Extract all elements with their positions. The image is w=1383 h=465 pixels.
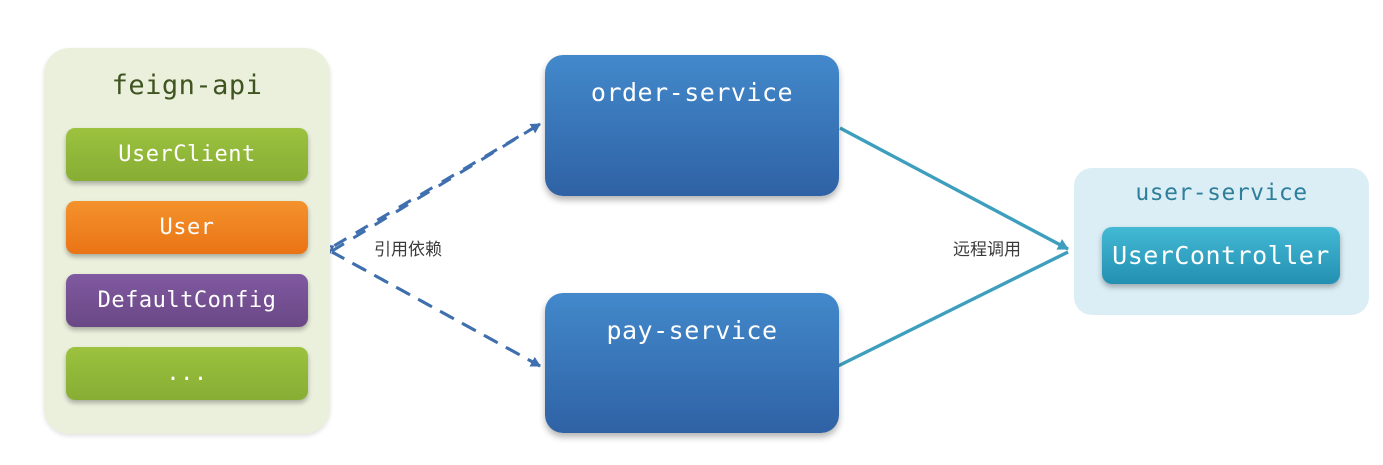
chip-label: DefaultConfig xyxy=(97,288,277,313)
edge-remote-call-order xyxy=(839,126,1069,251)
edge-label-remote-call: 远程调用 xyxy=(953,240,1021,260)
chip-user-controller[interactable]: UserController xyxy=(1102,227,1340,284)
service-box-pay-service[interactable]: pay-service xyxy=(545,293,839,433)
edge-remote-call-pay xyxy=(837,250,1069,368)
chip-user-client[interactable]: UserClient xyxy=(66,128,308,181)
feign-api-panel[interactable]: feign-api UserClient User DefaultConfig … xyxy=(44,48,330,434)
chip-label: UserController xyxy=(1112,241,1330,270)
user-service-panel[interactable]: user-service UserController xyxy=(1074,168,1369,315)
chip-label: ... xyxy=(166,361,208,386)
edge-label-dependency: 引用依赖 xyxy=(374,240,442,260)
chip-ellipsis[interactable]: ... xyxy=(66,347,308,400)
edge-dependency-order xyxy=(332,122,541,251)
chip-default-config[interactable]: DefaultConfig xyxy=(66,274,308,327)
chip-user[interactable]: User xyxy=(66,201,308,254)
chip-label: User xyxy=(159,215,215,240)
feign-api-title: feign-api xyxy=(111,70,263,101)
edge-dependency-pay xyxy=(331,250,541,368)
user-service-title: user-service xyxy=(1135,180,1308,206)
service-label: pay-service xyxy=(606,316,778,345)
chip-label: UserClient xyxy=(118,142,256,167)
service-box-order-service[interactable]: order-service xyxy=(545,55,839,196)
service-label: order-service xyxy=(590,78,794,107)
